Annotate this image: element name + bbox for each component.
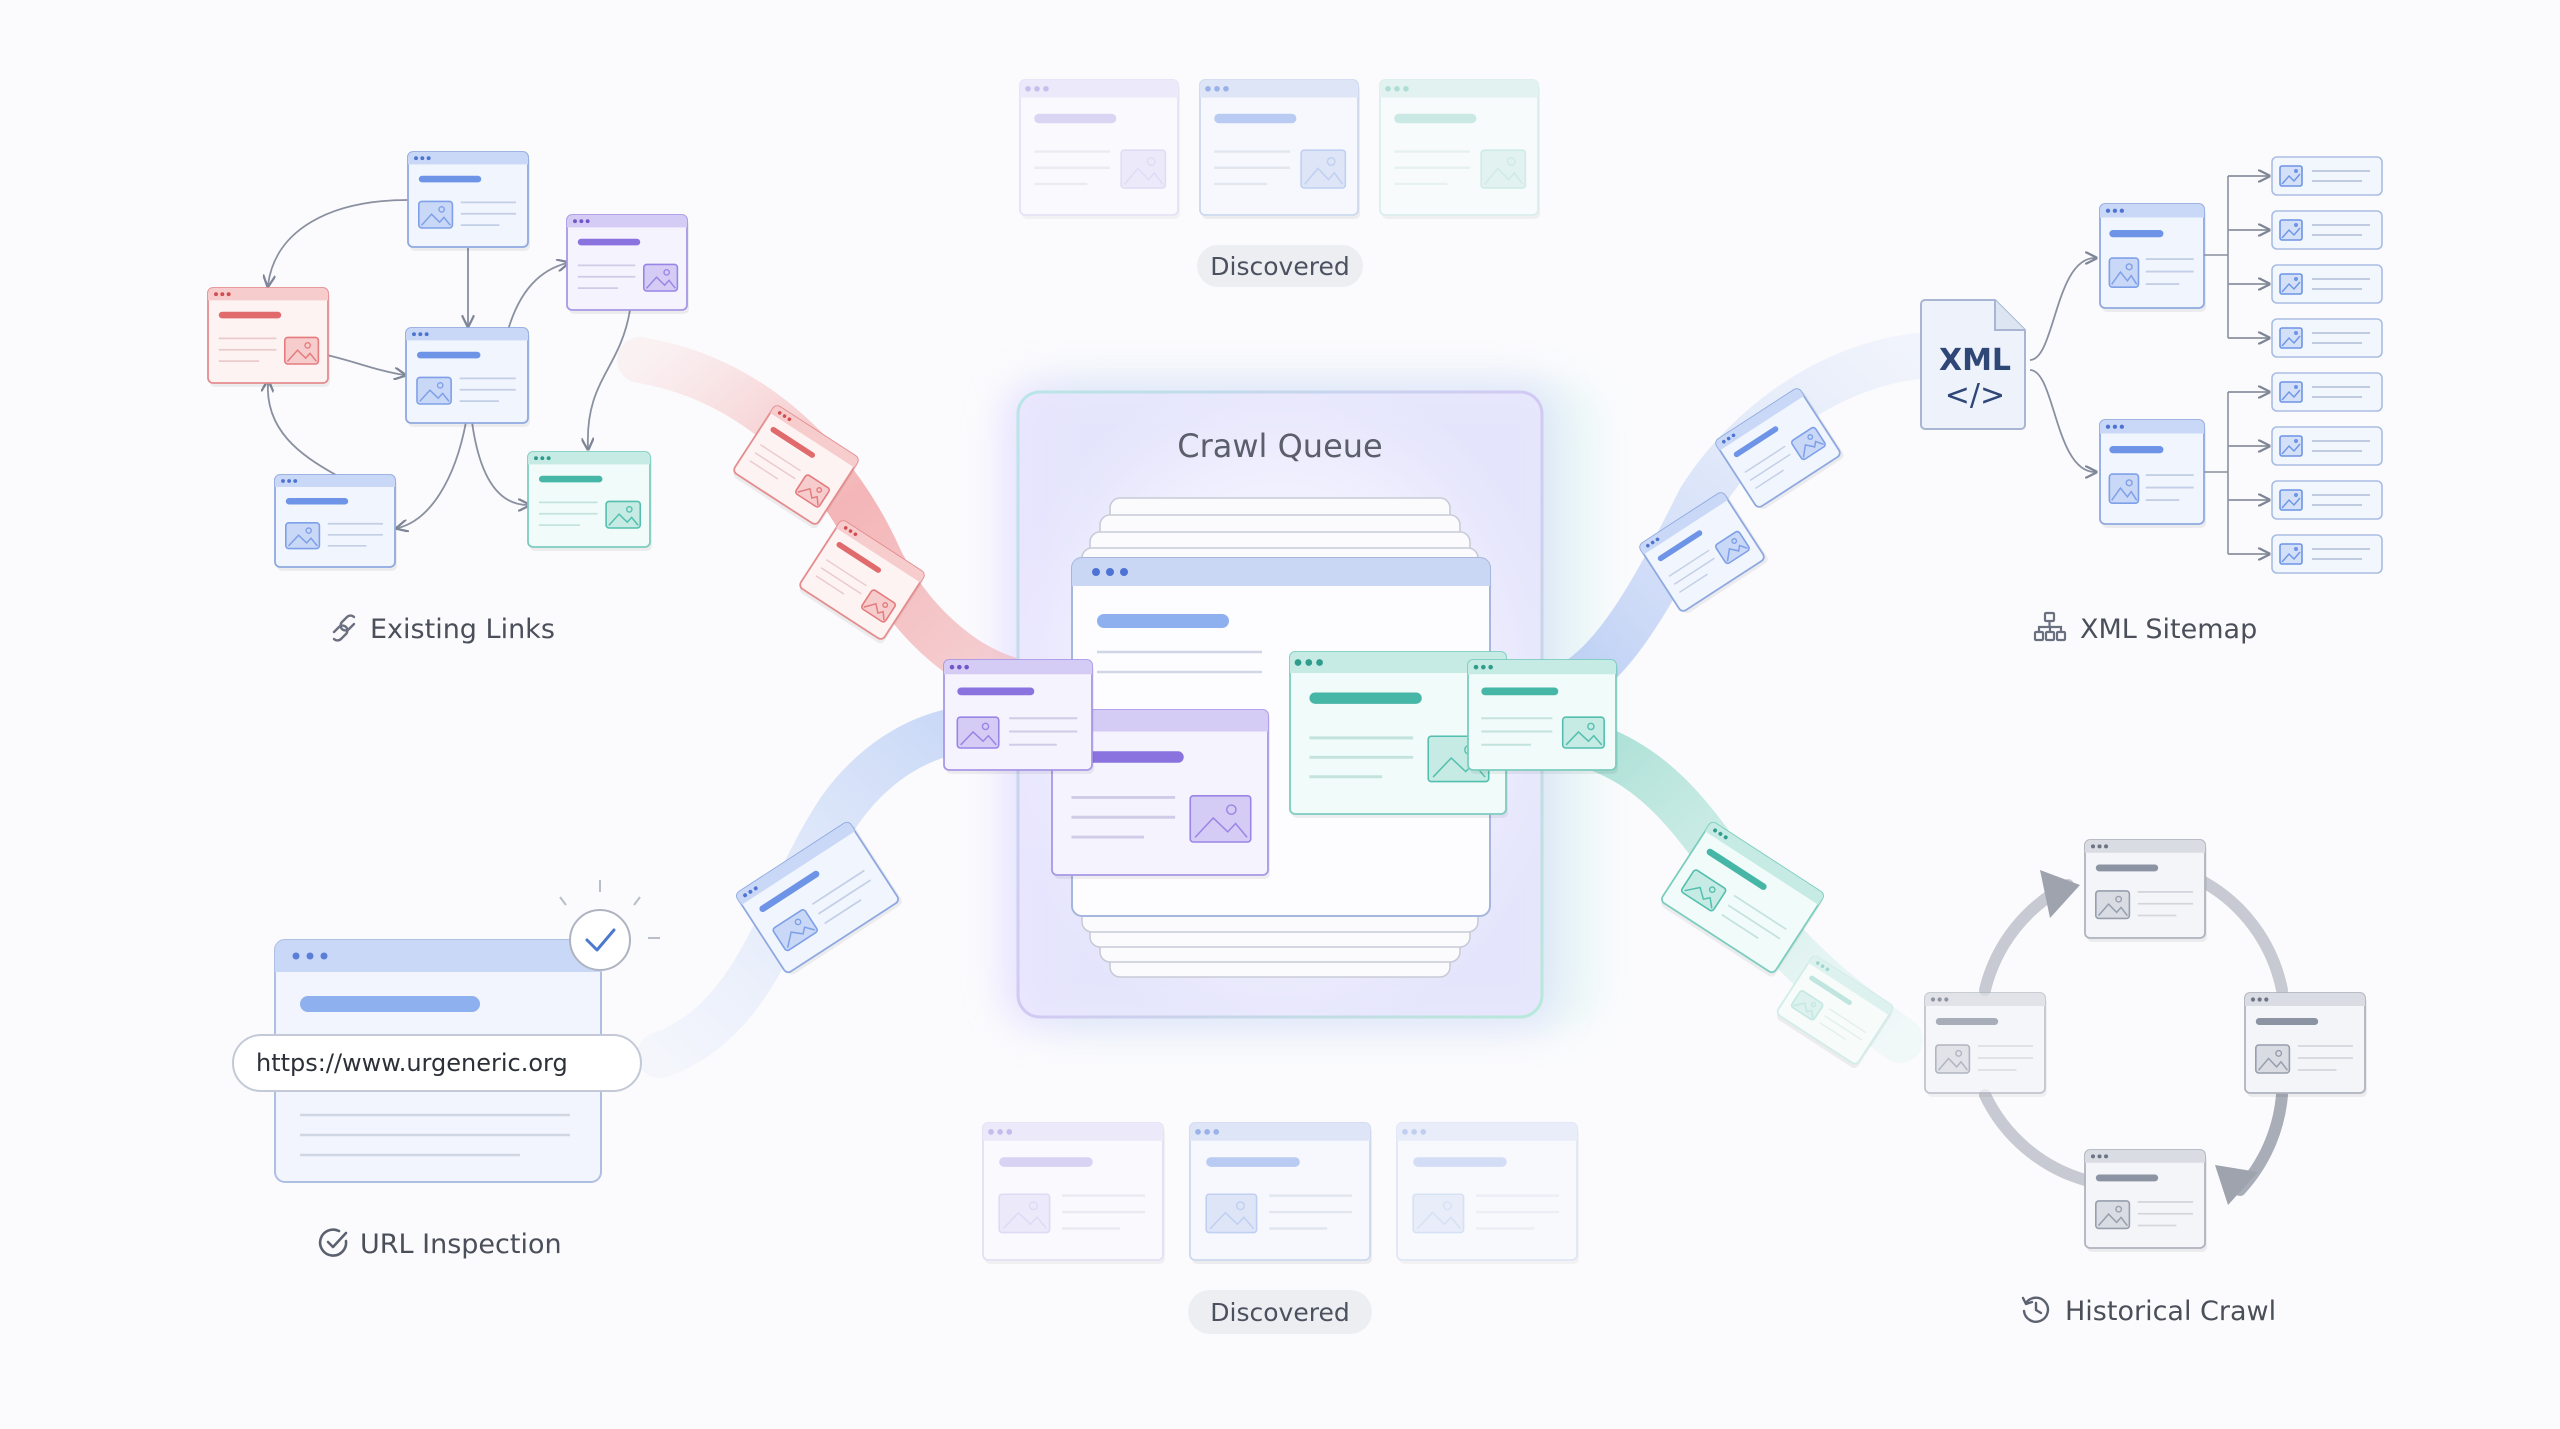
xml-sitemap-label: XML Sitemap — [2080, 614, 2257, 645]
linked-page-card — [207, 287, 330, 387]
url-input-field[interactable]: https://www.urgeneric.org — [232, 1034, 642, 1092]
link-arrow — [588, 309, 631, 448]
discovered-groups — [982, 79, 1578, 1264]
discovered-pill-top-label: Discovered — [1210, 252, 1349, 281]
historical-crawl-label-group: Historical Crawl — [2021, 1296, 2276, 1327]
historical-crawl-cluster — [1924, 839, 2367, 1252]
sitemap-arrow — [2029, 369, 2095, 472]
url-input-value[interactable]: https://www.urgeneric.org — [256, 1049, 568, 1077]
cycle-arc — [2194, 874, 2288, 996]
sitemap-url-entry — [2271, 156, 2383, 196]
existing-links-label-group: Existing Links — [332, 614, 555, 645]
transit-page-card — [1639, 492, 1768, 614]
link-arrow — [268, 199, 409, 285]
sitemap-url-entry — [2271, 210, 2383, 250]
flow-band-xml-sitemap — [1537, 332, 1953, 713]
linked-page-card — [407, 151, 530, 251]
linked-page-card — [527, 451, 652, 551]
sitemap-page-card — [2099, 203, 2206, 312]
discovered-pill-bottom-label: Discovered — [1210, 1298, 1349, 1327]
historical-page-card — [2084, 1149, 2207, 1252]
sitemap-url-entry — [2271, 372, 2383, 412]
verified-check-icon — [559, 880, 660, 971]
cycle-arc — [1979, 1089, 2091, 1186]
link-arrow — [268, 382, 337, 476]
xml-sitemap-cluster — [2029, 156, 2383, 574]
queue-title: Crawl Queue — [1177, 427, 1382, 465]
sitemap-url-entry — [2271, 264, 2383, 304]
transit-page-card — [733, 405, 859, 529]
link-arrow — [507, 263, 567, 331]
linked-page-card — [274, 474, 397, 571]
sitemap-page-card — [2099, 419, 2206, 528]
transit-page-card — [799, 520, 925, 644]
xml-file-icon: XML </> — [1920, 299, 2026, 430]
transit-page-card — [736, 821, 902, 975]
cycle-arrowhead — [2040, 870, 2080, 918]
historical-page-card — [1924, 992, 2047, 1097]
discovered-pill-top: Discovered — [1197, 245, 1363, 287]
linked-page-card — [405, 327, 530, 427]
discovered-page-card — [982, 1122, 1165, 1264]
url-inspection-card: https://www.urgeneric.org — [232, 880, 660, 1183]
in-transit-pages — [733, 388, 1894, 1069]
discovered-page-card — [1379, 79, 1540, 219]
link-arrow — [398, 421, 467, 528]
xml-file-code: </> — [1945, 378, 2005, 413]
transit-page-card — [943, 659, 1094, 774]
transit-page-card — [1715, 388, 1844, 510]
discovered-page-card — [1189, 1122, 1372, 1264]
linked-page-card — [566, 214, 689, 314]
discovered-pill-bottom: Discovered — [1188, 1290, 1372, 1334]
crawl-queue — [1016, 390, 1544, 1019]
existing-links-label: Existing Links — [370, 614, 555, 645]
xml-sitemap-label-group: XML Sitemap — [2033, 611, 2257, 645]
transit-page-card — [1467, 659, 1618, 774]
historical-page-card — [2084, 839, 2207, 942]
flow-band-existing-links — [617, 337, 1033, 703]
transit-page-card — [1661, 821, 1824, 977]
url-inspection-label-group: URL Inspection — [318, 1228, 562, 1260]
sitemap-url-entry — [2271, 426, 2383, 466]
url-inspection-label: URL Inspection — [360, 1229, 562, 1260]
cycle-arrowhead — [2215, 1165, 2258, 1205]
sitemap-url-entry — [2271, 480, 2383, 520]
link-icon — [332, 614, 356, 642]
discovered-page-card — [1396, 1122, 1578, 1261]
sitemap-url-entry — [2271, 318, 2383, 358]
sitemap-icon — [2033, 611, 2067, 642]
queued-page-card — [1289, 651, 1508, 818]
sitemap-url-entry — [2271, 534, 2383, 574]
link-arrow — [471, 421, 528, 505]
xml-file-label: XML — [1939, 343, 2011, 378]
check-circle-icon — [318, 1228, 348, 1257]
existing-links-cluster — [207, 151, 689, 571]
historical-page-card — [2244, 992, 2367, 1097]
history-icon — [2021, 1296, 2050, 1323]
queued-page-card — [1051, 709, 1270, 879]
transit-page-card — [1776, 955, 1894, 1069]
discovered-page-card — [1199, 79, 1360, 219]
sitemap-arrow — [2029, 258, 2095, 361]
historical-crawl-label: Historical Crawl — [2065, 1296, 2276, 1327]
discovered-page-card — [1019, 79, 1180, 219]
